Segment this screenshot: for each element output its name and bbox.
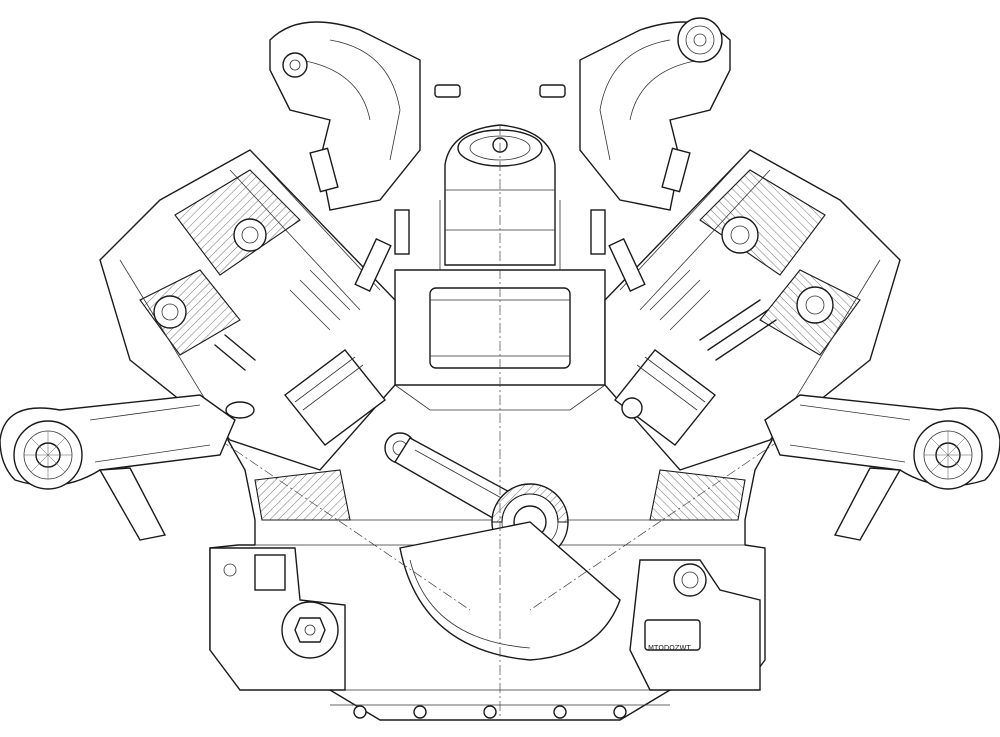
right-lower-accessory: MTODOZWT bbox=[629, 559, 761, 691]
left-intake-duct bbox=[269, 21, 461, 211]
cover-stamp-text: MTODOZWT bbox=[648, 644, 691, 652]
sump-bolt bbox=[553, 705, 567, 719]
oil-pump bbox=[209, 547, 346, 691]
right-injectors bbox=[590, 147, 691, 292]
sump-bolt bbox=[483, 705, 497, 719]
sump-bolt bbox=[353, 705, 367, 719]
right-intake-duct bbox=[539, 17, 731, 211]
crank-counterweight bbox=[399, 521, 621, 661]
left-turbocharger bbox=[0, 394, 255, 541]
sump-bolt bbox=[413, 705, 427, 719]
right-bank-axis bbox=[529, 439, 781, 611]
sump-bolts bbox=[353, 705, 627, 719]
engine-block bbox=[209, 439, 773, 721]
left-bank-axis bbox=[219, 439, 471, 611]
left-piston bbox=[284, 349, 386, 446]
sump-bolt bbox=[613, 705, 627, 719]
right-piston bbox=[614, 349, 716, 446]
right-turbocharger bbox=[764, 394, 1000, 541]
left-injectors bbox=[309, 147, 410, 292]
